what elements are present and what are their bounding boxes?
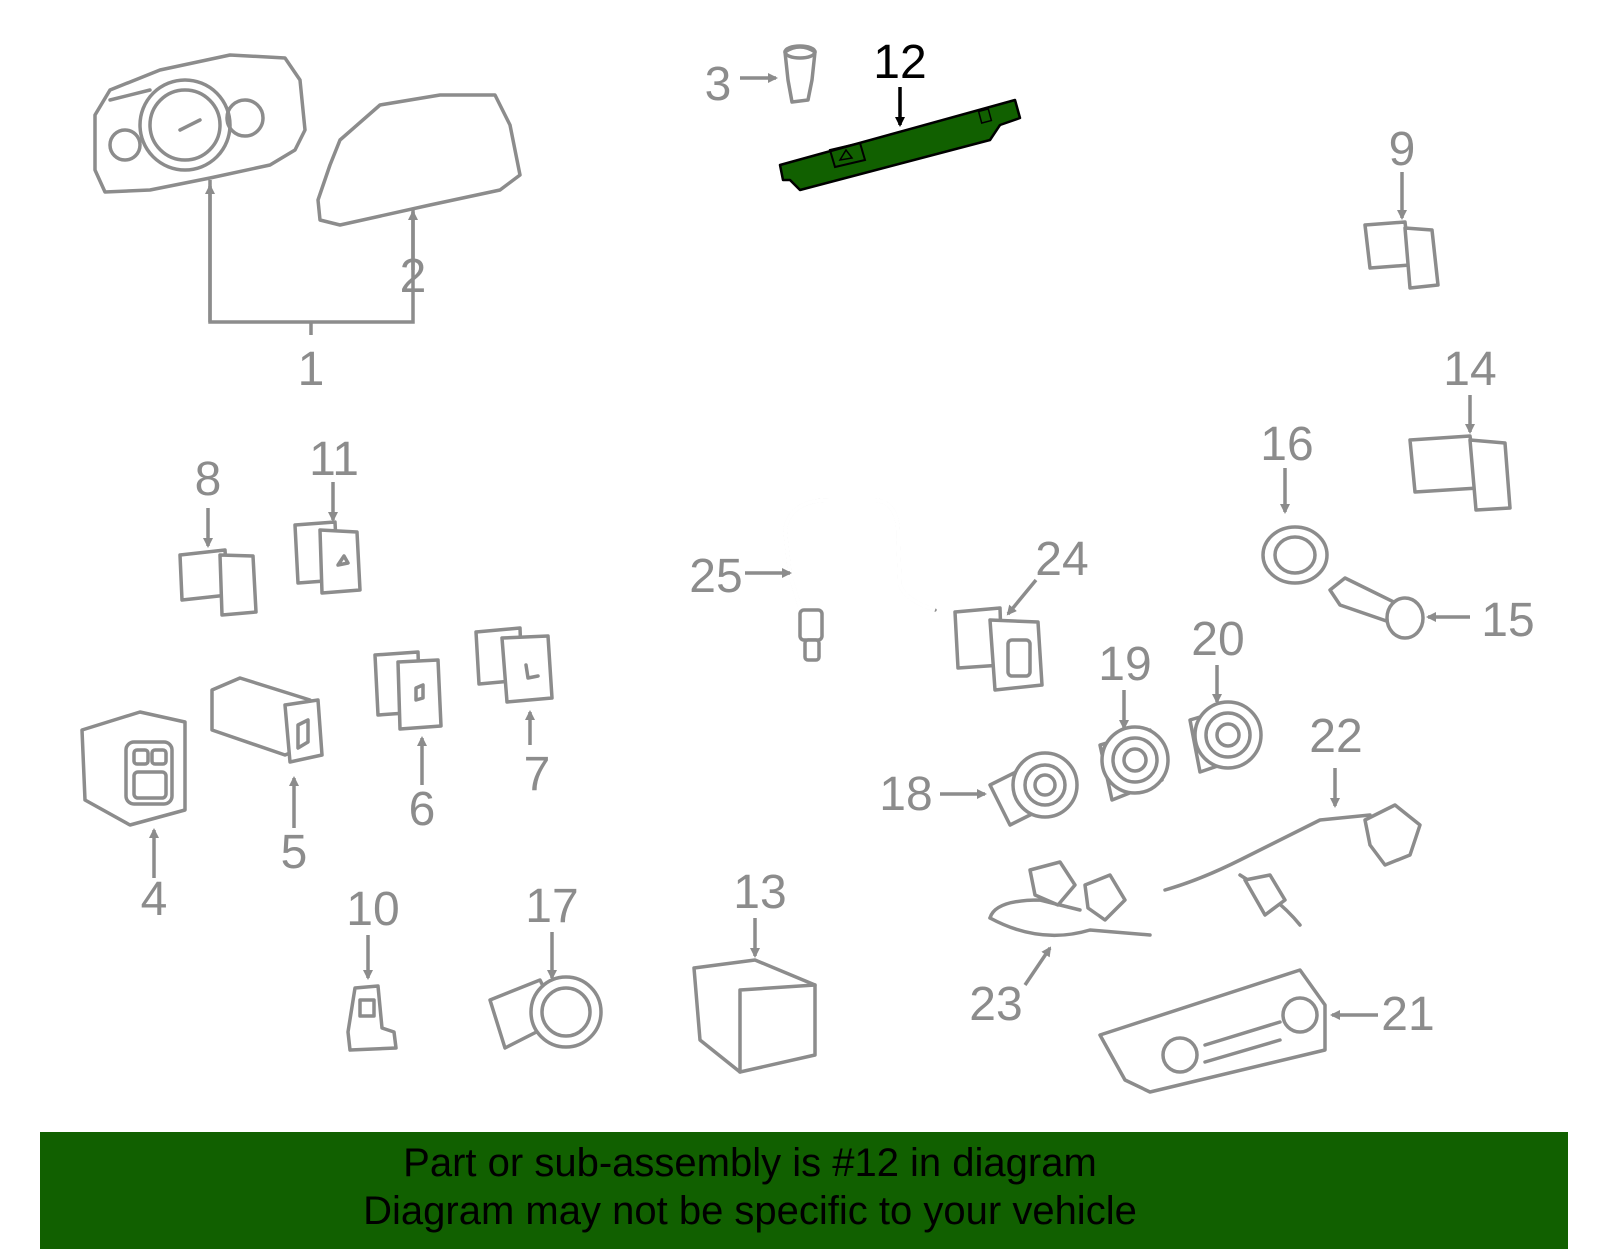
leader-23 (1023, 946, 1052, 986)
callout-10: 10 (346, 883, 399, 936)
callout-8: 8 (195, 453, 222, 506)
callout-22: 22 (1309, 710, 1362, 763)
bracket-1-2 (208, 180, 415, 324)
callout-6: 6 (409, 783, 436, 836)
callout-16: 16 (1260, 418, 1313, 471)
callout-19: 19 (1098, 638, 1151, 691)
part-25-sensor-wire[interactable] (782, 498, 937, 662)
callout-4: 4 (141, 873, 168, 926)
callout-23: 23 (969, 978, 1022, 1031)
callout-1: 1 (298, 343, 325, 396)
part-8-switch[interactable] (178, 548, 258, 617)
callout-3: 3 (705, 58, 732, 111)
leader-24 (1006, 578, 1038, 616)
part-20-knob[interactable] (1188, 700, 1263, 774)
part-3-knob[interactable] (783, 44, 817, 104)
part-13-module[interactable] (692, 958, 817, 1074)
part-6-switch[interactable] (373, 650, 443, 731)
banner-disclaimer: Diagram may not be specific to your vehi… (363, 1189, 1137, 1233)
callout-7: 7 (524, 748, 551, 801)
part-22-harness[interactable] (1163, 803, 1422, 927)
callout-20: 20 (1191, 613, 1244, 666)
callout-14: 14 (1443, 343, 1496, 396)
part-4-mirror-switch[interactable] (80, 710, 187, 827)
callout-24: 24 (1035, 533, 1088, 586)
part-16-socket[interactable] (1261, 525, 1329, 585)
part-18-knob[interactable] (988, 751, 1079, 827)
part-24-switch[interactable] (953, 606, 1044, 692)
part-7-switch[interactable] (474, 626, 554, 704)
callout-5: 5 (281, 826, 308, 879)
part-11-switch[interactable] (293, 520, 362, 595)
part-1-instrument-cluster[interactable] (93, 53, 307, 194)
part-15-socket[interactable] (1328, 576, 1425, 640)
callout-11: 11 (309, 433, 359, 486)
info-banner: Part or sub-assembly is #12 in diagram D… (40, 1132, 1568, 1249)
part-2-cluster-lens[interactable] (316, 93, 522, 227)
part-10-connector[interactable] (346, 984, 398, 1052)
callout-9: 9 (1389, 123, 1416, 176)
part-23-harness[interactable] (988, 860, 1152, 938)
part-14-switch[interactable] (1408, 434, 1512, 512)
part-9-switch[interactable] (1363, 220, 1440, 290)
callout-13: 13 (733, 866, 786, 919)
callout-17: 17 (525, 880, 578, 933)
callout-12: 12 (873, 36, 926, 89)
callout-25: 25 (689, 550, 742, 603)
part-21-climate-panel[interactable] (1098, 968, 1327, 1094)
banner-part-notice: Part or sub-assembly is #12 in diagram (403, 1141, 1097, 1185)
callout-15: 15 (1481, 594, 1534, 647)
part-19-knob[interactable] (1098, 725, 1170, 802)
callout-21: 21 (1381, 988, 1434, 1041)
callout-18: 18 (879, 768, 932, 821)
part-17-start-button[interactable] (488, 975, 603, 1050)
part-5-switch[interactable] (210, 676, 324, 764)
part-12-switch-panel[interactable] (778, 98, 1022, 192)
callout-2: 2 (400, 250, 427, 303)
